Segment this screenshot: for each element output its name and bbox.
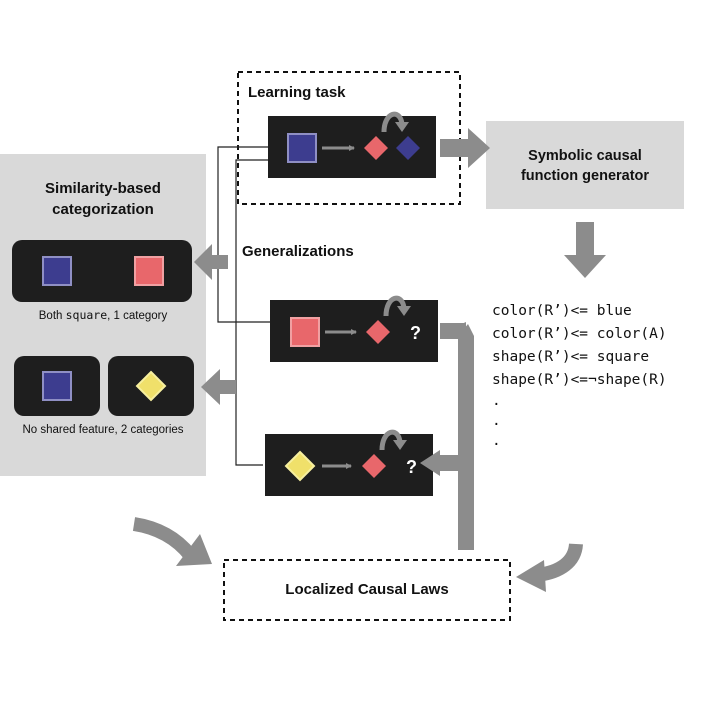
flow-arrows	[194, 128, 606, 550]
generalizations-title: Generalizations	[242, 243, 354, 260]
function-line-2: color(R’)<= color(A)	[492, 326, 667, 342]
connector-lines	[217, 146, 270, 466]
generalization-panel-1: ?	[270, 295, 438, 362]
learning-task-frame	[237, 71, 461, 205]
function-line-3: shape(R’)<= square	[492, 349, 650, 365]
caption1-prefix: Both	[38, 310, 66, 322]
category-example-1	[12, 240, 192, 302]
similarity-title: Similarity-based categorization	[0, 178, 206, 220]
function-line-4: shape(R’)<=¬shape(R)	[492, 372, 667, 388]
red-diamond-icon	[362, 454, 386, 478]
curved-arrow-head-icon	[176, 534, 212, 566]
blue-square-icon	[42, 371, 72, 401]
localized-laws-title: Localized Causal Laws	[285, 581, 449, 598]
curved-arrow-head-icon	[516, 560, 546, 592]
function-ellipsis-3: .	[492, 433, 501, 449]
generator-title-line1: Symbolic causal	[528, 148, 642, 164]
curved-arrow-left	[132, 517, 196, 560]
function-ellipsis-2: .	[492, 413, 501, 429]
red-diamond-icon	[364, 136, 388, 160]
similarity-title-line1: Similarity-based	[45, 180, 161, 197]
caption1-suffix: , 1 category	[107, 310, 168, 322]
arrow-left-icon	[420, 450, 440, 476]
loop-arrow-icon	[383, 295, 407, 317]
caption-shared-feature: Both square, 1 category	[0, 308, 206, 322]
generator-title-line2: function generator	[520, 168, 650, 184]
loop-arrow-icon	[381, 111, 405, 133]
yellow-diamond-icon	[284, 450, 316, 482]
caption1-code: square	[65, 308, 108, 322]
learning-task-title: Learning task	[248, 84, 346, 101]
similarity-panel	[0, 154, 206, 476]
arrow-left-icon	[194, 244, 228, 280]
arrow-down-icon	[564, 222, 606, 278]
unknown-mark: ?	[406, 457, 417, 477]
blue-diamond-icon	[396, 136, 420, 160]
unknown-mark: ?	[410, 323, 421, 343]
category-example-2	[14, 356, 194, 416]
learning-task-panel	[268, 111, 436, 178]
loop-arrow-icon	[379, 429, 403, 451]
generalization-panel-2: ?	[265, 429, 433, 496]
function-line-1: color(R’)<= blue	[492, 303, 632, 319]
red-diamond-icon	[366, 320, 390, 344]
arrow-right-icon	[440, 128, 490, 168]
arrow-up-bar	[458, 336, 474, 550]
red-square-icon	[290, 317, 320, 347]
blue-square-icon	[287, 133, 317, 163]
blue-square-icon	[42, 256, 72, 286]
generator-box	[486, 121, 684, 209]
red-square-icon	[134, 256, 164, 286]
generator-title: Symbolic causal function generator	[486, 146, 684, 186]
arrow-left-icon	[201, 369, 236, 405]
yellow-diamond-icon	[135, 370, 167, 402]
similarity-title-line2: categorization	[52, 201, 154, 218]
localized-laws-frame	[223, 559, 511, 621]
caption-no-shared-feature: No shared feature, 2 categories	[22, 424, 184, 436]
function-ellipsis-1: .	[492, 393, 501, 409]
